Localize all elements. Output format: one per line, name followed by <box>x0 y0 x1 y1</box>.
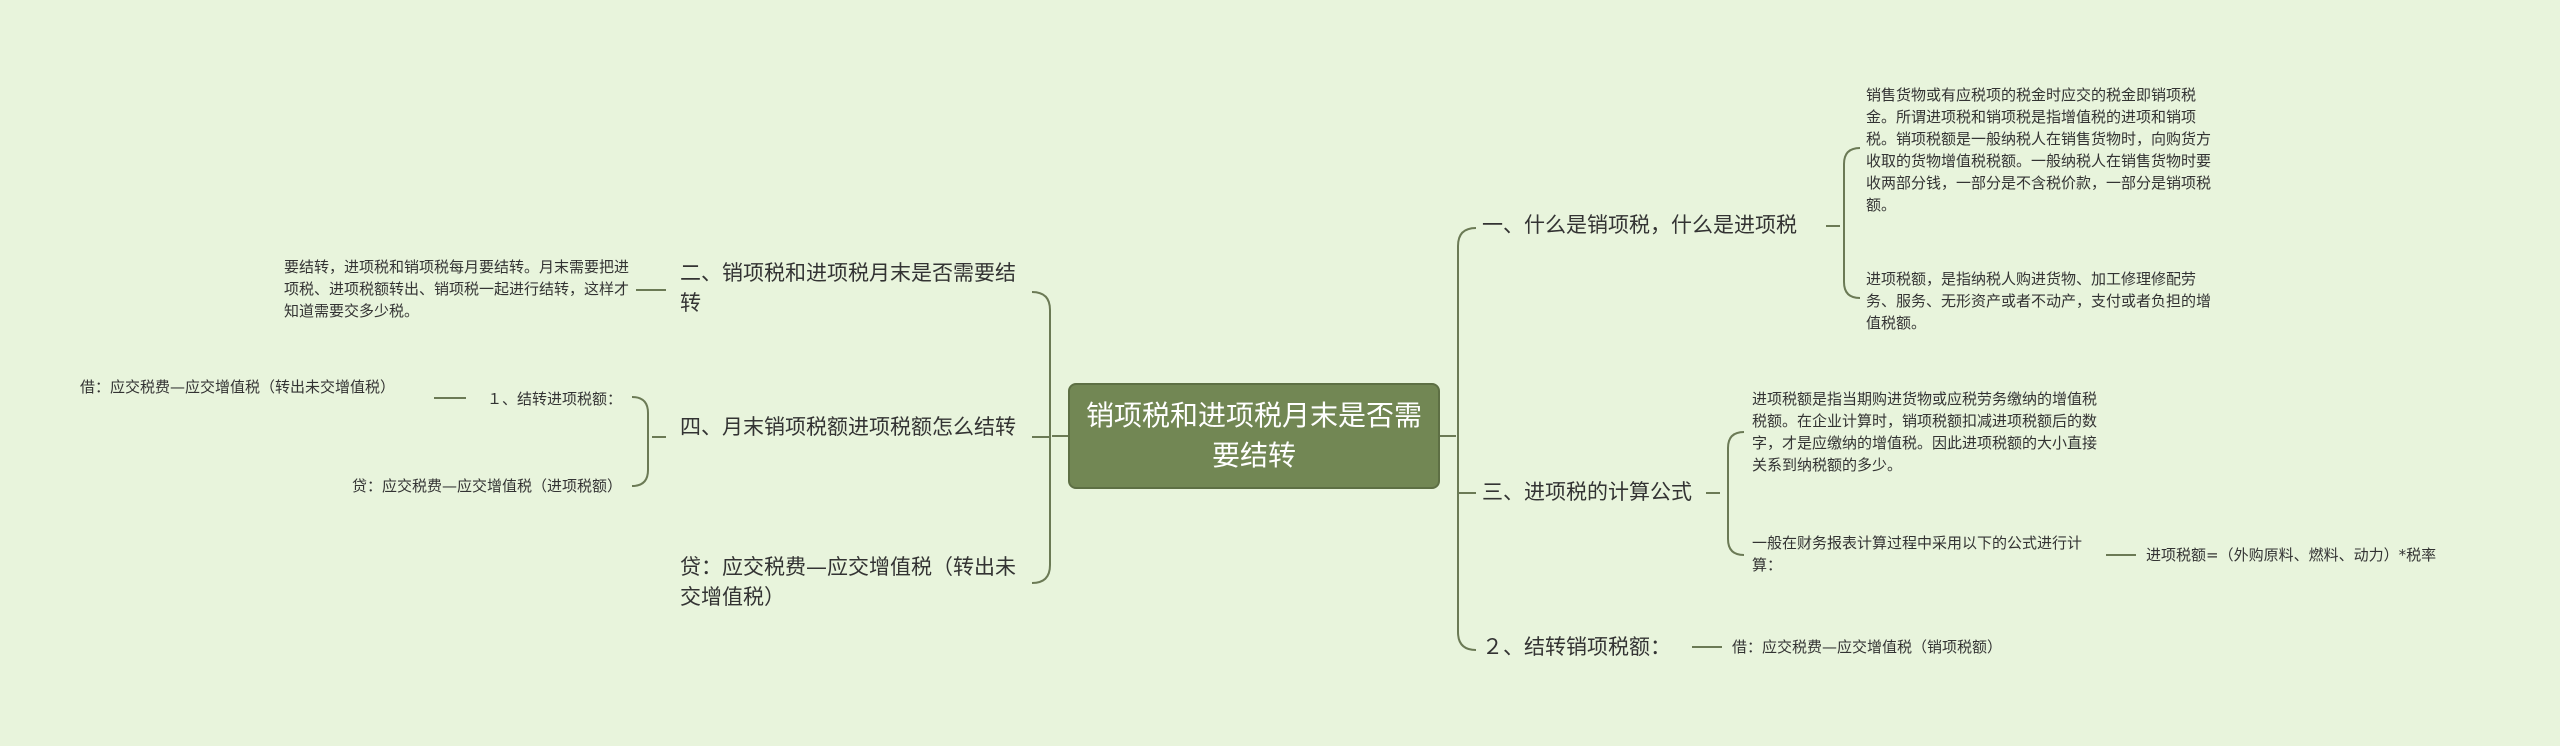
right-branch-2-leaf-1-text: 进项税额是指当期购进货物或应税劳务缴纳的增值税税额。在企业计算时，销项税额扣减进… <box>1752 390 2098 474</box>
left-branch-2-sub-2-text: 贷：应交税费—应交增值税（进项税额） <box>351 477 622 495</box>
right-branch-2-leaf-2-text: 一般在财务报表计算过程中采用以下的公式进行计算： <box>1752 534 2083 574</box>
right-branch-1[interactable]: 一、什么是销项税，什么是进项税 <box>1482 210 1832 240</box>
right-branch-3-title: ２、结转销项税额： <box>1482 635 1671 659</box>
right-branch-2-leaf-1[interactable]: 进项税额是指当期购进货物或应税劳务缴纳的增值税税额。在企业计算时，销项税额扣减进… <box>1752 388 2102 476</box>
left-branch-3[interactable]: 贷：应交税费—应交增值税（转出未交增值税） <box>680 552 1026 612</box>
left-branch-2-sub-1-child[interactable]: 借：应交税费—应交增值税（转出未交增值税） <box>80 376 426 398</box>
right-branch-1-title: 一、什么是销项税，什么是进项税 <box>1482 213 1797 237</box>
right-branch-2-leaf-2-child-text: 进项税额=（外购原料、燃料、动力）*税率 <box>2146 546 2437 564</box>
left-branch-2[interactable]: 四、月末销项税额进项税额怎么结转 <box>680 412 1026 442</box>
left-branch-1-leaf-1-text: 要结转，进项税和销项税每月要结转。月末需要把进项税、进项税额转出、销项税一起进行… <box>284 258 630 320</box>
left-branch-1-leaf-1[interactable]: 要结转，进项税和销项税每月要结转。月末需要把进项税、进项税额转出、销项税一起进行… <box>284 256 630 322</box>
right-branch-2[interactable]: 三、进项税的计算公式 <box>1482 477 1712 507</box>
right-branch-1-leaf-1-text: 销售货物或有应税项的税金时应交的税金即销项税金。所谓进项税和销项税是指增值税的进… <box>1866 86 2212 214</box>
left-branch-2-sub-2[interactable]: 贷：应交税费—应交增值税（进项税额） <box>300 475 622 497</box>
right-branch-3-leaf-1[interactable]: 借：应交税费—应交增值税（销项税额） <box>1732 636 2052 658</box>
right-branch-2-leaf-2-child[interactable]: 进项税额=（外购原料、燃料、动力）*税率 <box>2146 544 2486 566</box>
left-branch-1-title: 二、销项税和进项税月末是否需要结转 <box>680 261 1016 315</box>
right-branch-2-title: 三、进项税的计算公式 <box>1482 480 1692 504</box>
left-branch-2-sub-1-text: １、结转进项税额： <box>486 390 622 408</box>
right-branch-3-leaf-1-text: 借：应交税费—应交增值税（销项税额） <box>1732 638 2003 656</box>
root-title: 销项税和进项税月末是否需要结转 <box>1086 399 1423 472</box>
root-node[interactable]: 销项税和进项税月末是否需要结转 <box>1068 383 1440 489</box>
left-branch-2-sub-1[interactable]: １、结转进项税额： <box>472 388 622 410</box>
right-branch-2-leaf-2[interactable]: 一般在财务报表计算过程中采用以下的公式进行计算： <box>1752 532 2104 576</box>
left-branch-2-title: 四、月末销项税额进项税额怎么结转 <box>680 415 1016 439</box>
right-branch-3[interactable]: ２、结转销项税额： <box>1482 632 1692 662</box>
right-branch-1-leaf-2[interactable]: 进项税额，是指纳税人购进货物、加工修理修配劳务、服务、无形资产或者不动产，支付或… <box>1866 268 2212 334</box>
right-branch-1-leaf-2-text: 进项税额，是指纳税人购进货物、加工修理修配劳务、服务、无形资产或者不动产，支付或… <box>1866 270 2212 332</box>
left-branch-2-sub-1-child-text: 借：应交税费—应交增值税（转出未交增值税） <box>80 378 396 396</box>
left-branch-3-title: 贷：应交税费—应交增值税（转出未交增值税） <box>680 555 1016 609</box>
left-branch-1[interactable]: 二、销项税和进项税月末是否需要结转 <box>680 258 1026 318</box>
right-branch-1-leaf-1[interactable]: 销售货物或有应税项的税金时应交的税金即销项税金。所谓进项税和销项税是指增值税的进… <box>1866 84 2212 216</box>
